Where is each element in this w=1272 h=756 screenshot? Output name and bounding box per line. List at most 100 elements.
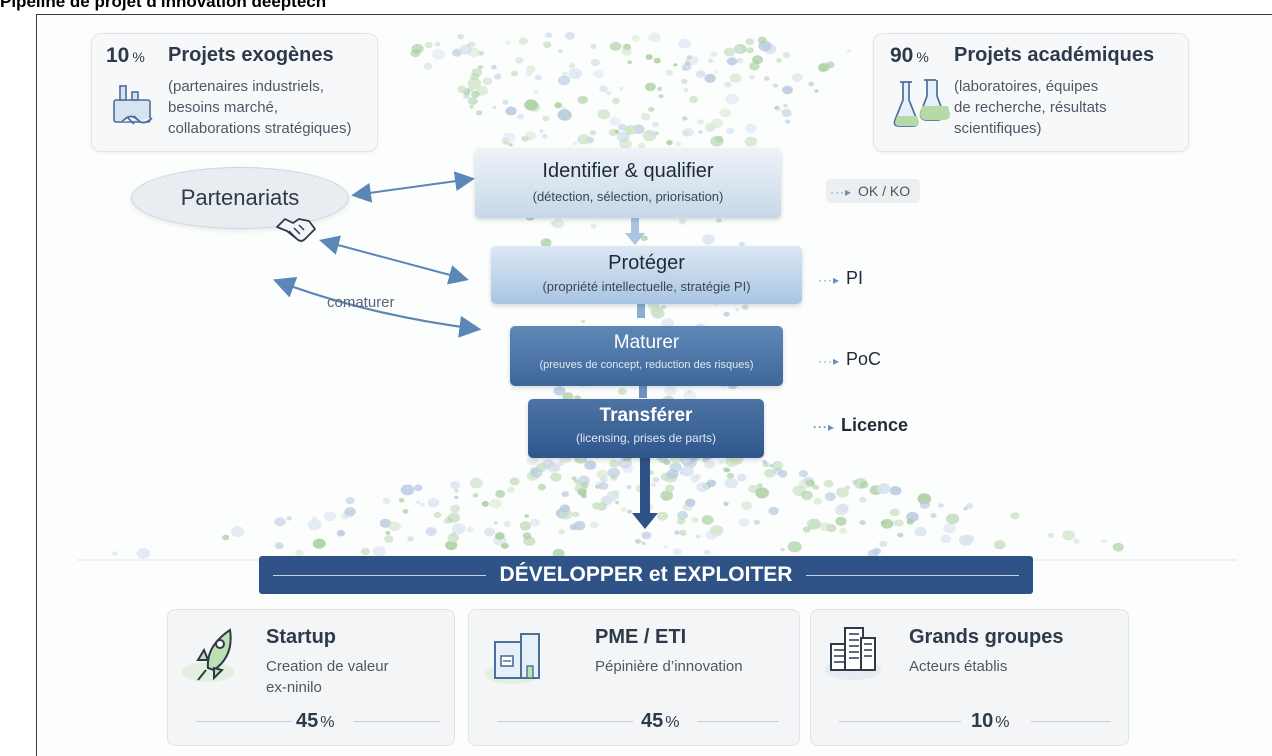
background-dot — [651, 483, 657, 487]
background-dot — [652, 476, 660, 483]
background-dot — [568, 68, 583, 80]
banner-line-left — [273, 574, 486, 576]
background-dot — [525, 71, 533, 77]
background-dot — [641, 541, 646, 546]
startup-title: Startup — [266, 626, 336, 648]
background-dot — [736, 57, 744, 64]
background-dot — [524, 99, 538, 111]
background-dot — [718, 459, 725, 465]
background-dot — [542, 115, 550, 122]
background-dot — [744, 123, 757, 134]
background-dot — [598, 482, 609, 490]
background-dot — [344, 507, 356, 517]
background-dot — [906, 518, 914, 525]
background-dot — [619, 138, 632, 150]
background-dot — [726, 57, 738, 66]
background-dot — [738, 518, 750, 527]
background-dot — [938, 503, 944, 508]
background-dot — [519, 521, 532, 531]
partnerships-node: Partenariats — [131, 167, 349, 229]
startup-line-left — [196, 721, 292, 722]
large-groups-line-right — [1031, 721, 1111, 722]
funnel-arrowhead-1 — [625, 233, 645, 245]
background-dot — [683, 390, 697, 402]
background-dot — [540, 238, 552, 248]
background-dot — [414, 484, 423, 492]
background-dot — [618, 123, 627, 131]
card-startup: Startup Creation de valeur ex-ninilo 45% — [167, 609, 455, 746]
background-dot — [673, 63, 678, 67]
background-dot — [614, 129, 620, 134]
rocket-icon — [178, 620, 248, 695]
background-dot — [889, 486, 902, 496]
background-dot — [755, 487, 769, 499]
background-dot — [590, 59, 600, 67]
background-dot — [471, 90, 480, 98]
background-dot — [615, 500, 620, 505]
sme-line-left — [497, 721, 633, 722]
background-dot — [599, 85, 608, 93]
step-mature: Maturer (preuves de concept, reduction d… — [510, 326, 783, 386]
background-dot — [661, 318, 674, 329]
background-dot — [550, 472, 562, 482]
background-dot — [572, 511, 580, 518]
background-dot — [826, 61, 835, 69]
diagram-frame: 10% Projets exogènes (partenaires indust… — [36, 14, 1272, 756]
background-dot — [445, 540, 458, 551]
background-dot — [634, 538, 642, 544]
background-dot — [1062, 530, 1076, 541]
background-dot — [526, 65, 536, 73]
background-dot — [701, 515, 714, 525]
background-dot — [493, 521, 499, 525]
background-dot — [231, 526, 245, 537]
arrow-partnerships-protect — [319, 235, 469, 285]
card-exogenous-projects: 10% Projets exogènes (partenaires indust… — [91, 33, 378, 152]
background-dot — [645, 82, 656, 92]
background-dot — [400, 484, 415, 496]
background-dot — [557, 109, 572, 121]
background-dot — [612, 97, 620, 105]
background-dot — [705, 124, 716, 133]
background-dot — [561, 491, 569, 497]
background-dot — [379, 518, 392, 528]
background-dot — [529, 467, 543, 478]
background-dot — [1112, 542, 1124, 552]
background-dot — [653, 57, 661, 64]
background-dot — [384, 535, 394, 543]
background-dot — [419, 502, 426, 508]
background-dot — [776, 58, 782, 63]
background-dot — [723, 501, 729, 506]
background-dot — [295, 549, 304, 557]
background-dot — [274, 542, 284, 550]
background-dot — [503, 521, 511, 527]
background-dot — [787, 541, 802, 553]
background-dot — [467, 47, 481, 58]
background-dot — [666, 469, 679, 480]
background-dot — [463, 93, 471, 99]
background-dot — [621, 47, 632, 56]
background-dot — [562, 71, 568, 76]
background-dot — [605, 91, 612, 96]
background-dot — [729, 73, 742, 83]
background-dot — [1010, 512, 1020, 520]
background-dot — [454, 495, 459, 500]
background-dot — [484, 527, 495, 537]
background-dot — [542, 459, 555, 469]
background-dot — [691, 517, 699, 523]
background-dot — [930, 513, 937, 518]
background-dot — [919, 500, 930, 509]
background-dot — [725, 93, 740, 105]
background-dot — [502, 99, 509, 105]
background-dot — [880, 518, 894, 529]
background-dot — [574, 483, 588, 494]
background-dot — [578, 475, 590, 485]
background-dot — [530, 518, 540, 527]
background-dot — [946, 513, 960, 525]
background-dot — [510, 70, 519, 77]
background-dot — [443, 519, 449, 524]
industry-handshake-icon — [106, 78, 164, 141]
background-dot — [398, 498, 405, 503]
background-dot — [637, 142, 646, 149]
background-dot — [665, 484, 675, 492]
background-dot — [681, 78, 688, 84]
